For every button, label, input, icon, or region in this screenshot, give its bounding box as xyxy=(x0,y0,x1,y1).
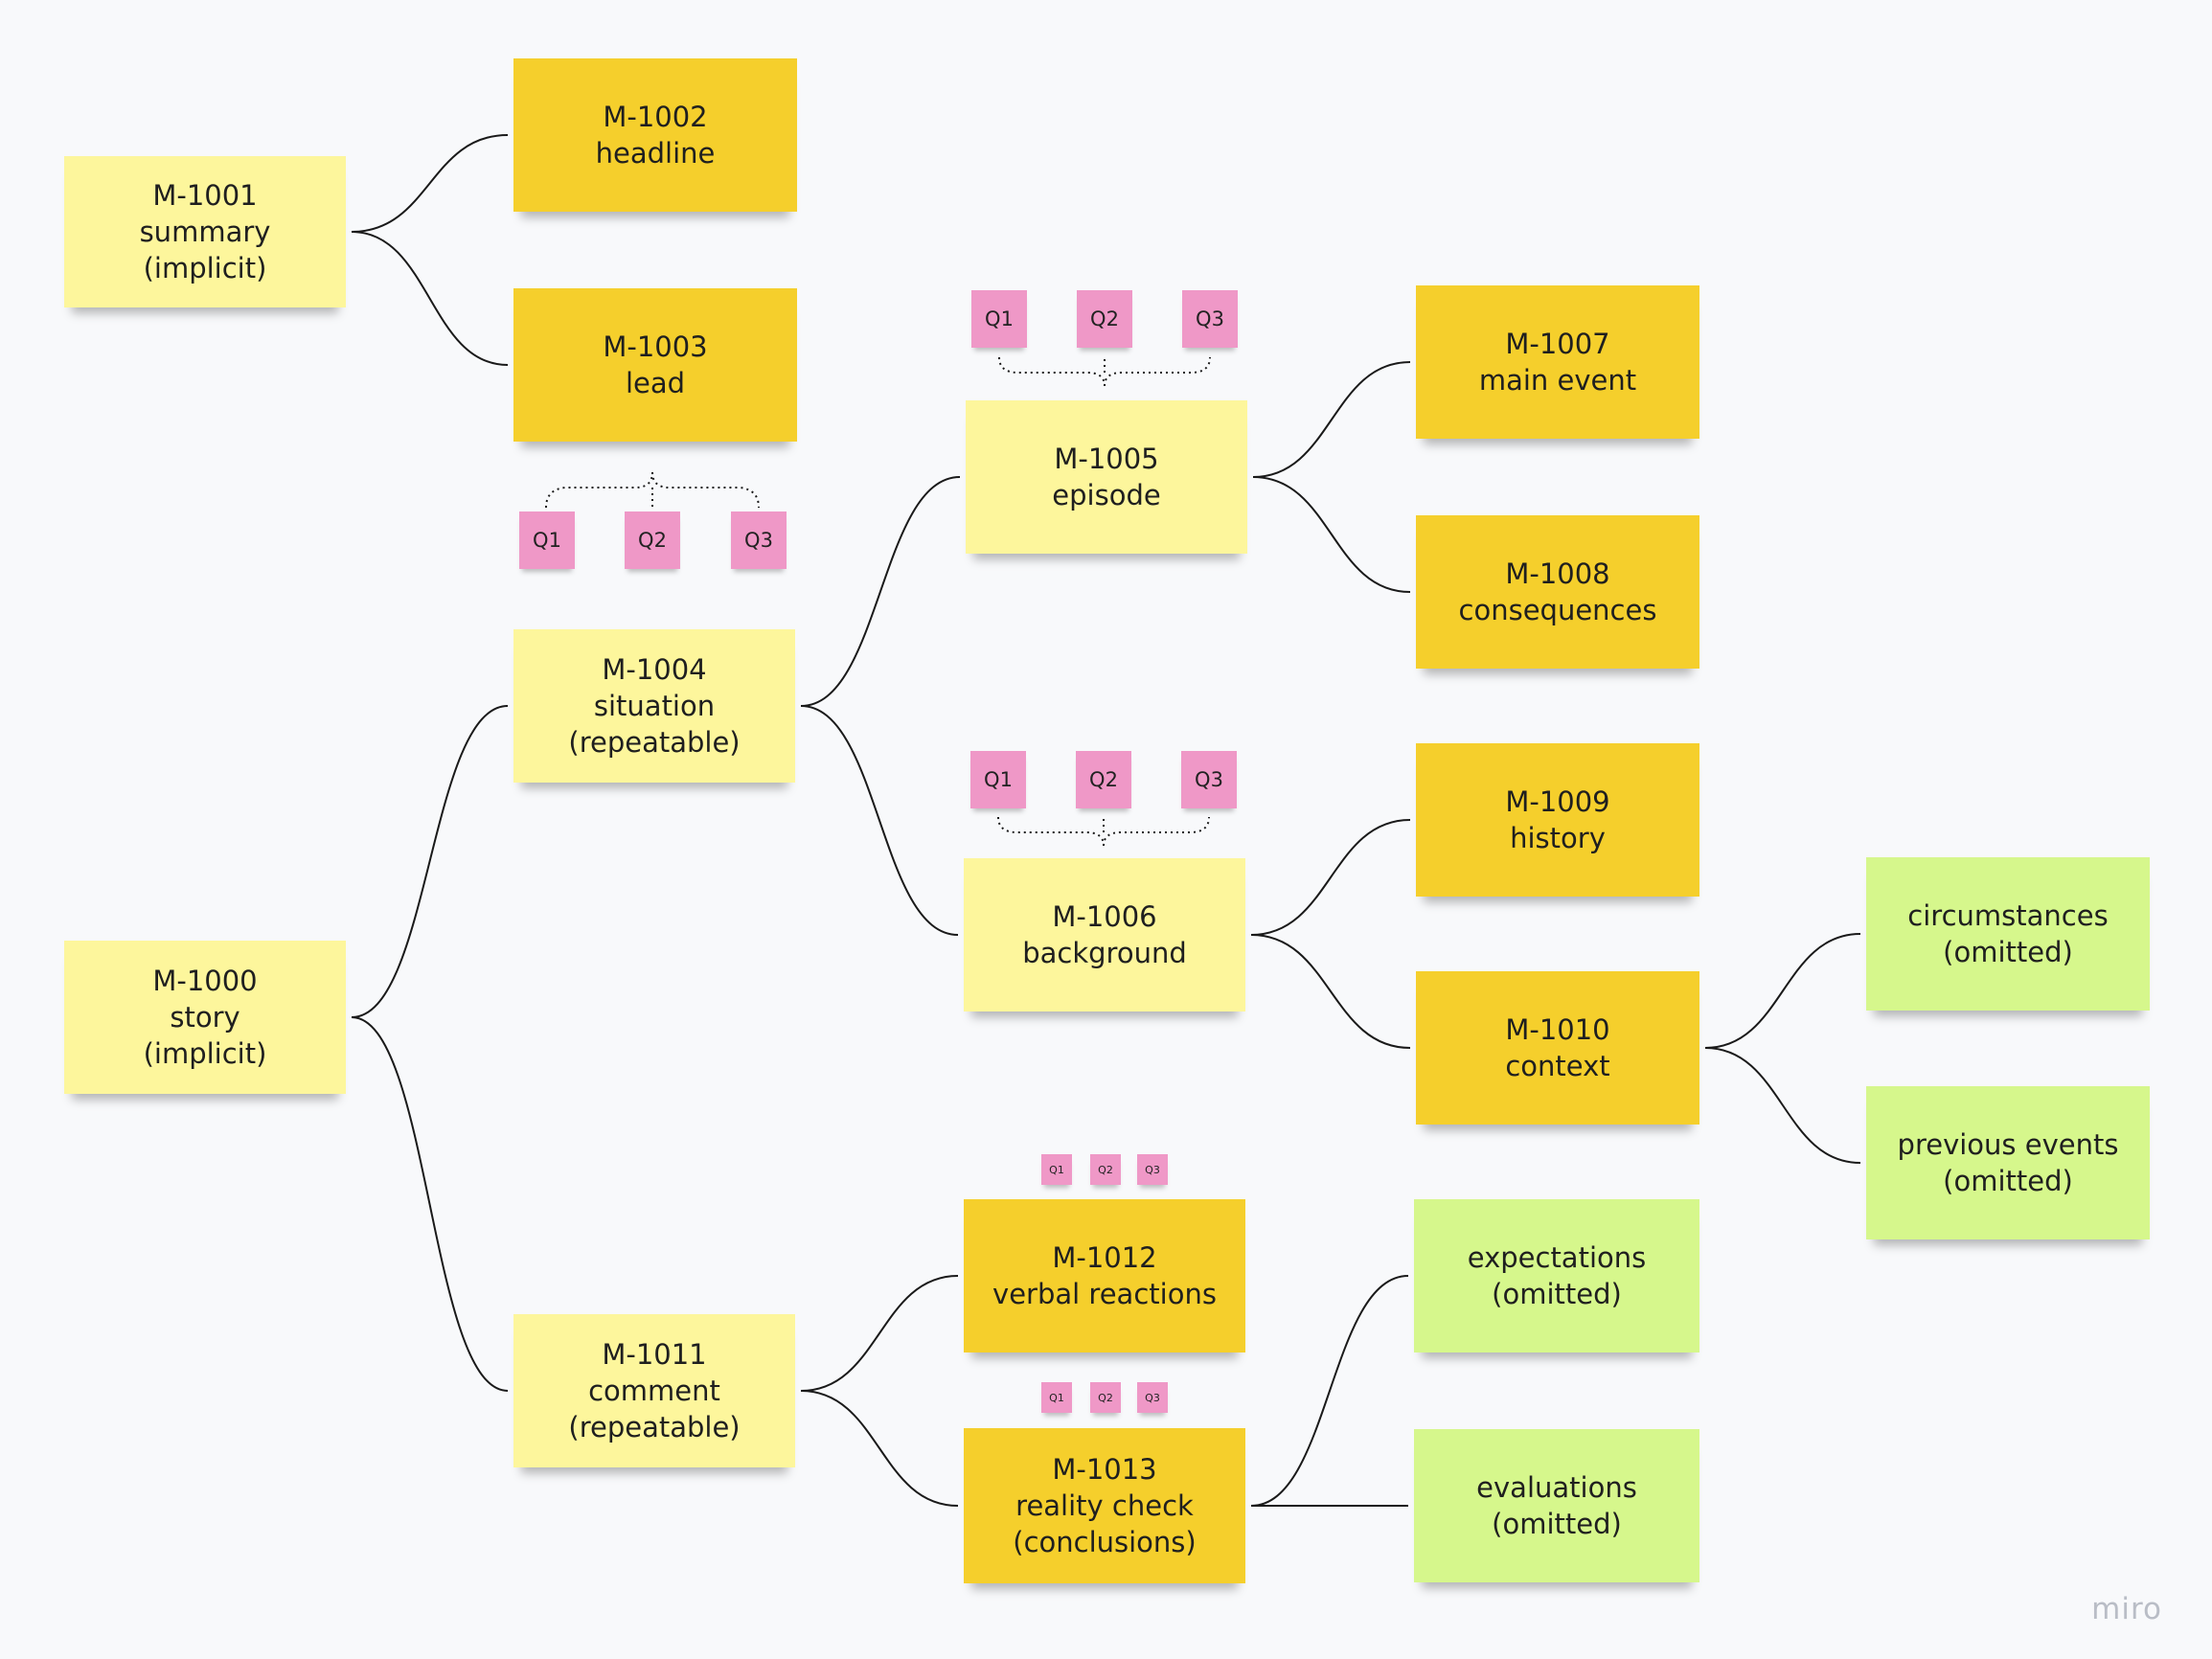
note-text-line: main event xyxy=(1478,364,1637,397)
note-text-line: verbal reactions xyxy=(992,1278,1217,1310)
sticky-note-1007[interactable]: M-1007 main event xyxy=(1416,285,1699,439)
note-text-line: M-1003 xyxy=(603,330,708,363)
note-text-line: M-1010 xyxy=(1505,1013,1610,1046)
sticky-note-1004[interactable]: M-1004 situation (repeatable) xyxy=(513,629,795,783)
connector-1000-1004 xyxy=(351,705,509,1018)
note-text-line: lead xyxy=(625,367,686,399)
connector-1006-1009 xyxy=(1250,819,1411,936)
note-text-line: comment xyxy=(588,1375,720,1407)
note-text-line: (implicit) xyxy=(143,1037,267,1070)
note-text-line: M-1012 xyxy=(1052,1241,1157,1274)
connector-1001-1002 xyxy=(351,134,509,233)
note-text-line: circumstances xyxy=(1907,899,2109,932)
sticky-note-1012[interactable]: M-1012 verbal reactions xyxy=(964,1199,1245,1352)
connector-1010-prev xyxy=(1704,1047,1861,1164)
note-text-line: (repeatable) xyxy=(568,1411,741,1443)
sticky-note-1002[interactable]: M-1002 headline xyxy=(513,58,797,212)
note-text-line: story xyxy=(170,1001,240,1034)
question-tag-q1[interactable]: Q1 xyxy=(971,290,1027,348)
question-tag-q1[interactable]: Q1 xyxy=(1041,1154,1072,1185)
note-text-line: M-1005 xyxy=(1054,443,1159,475)
note-text-line: expectations xyxy=(1467,1241,1647,1274)
sticky-note-1000[interactable]: M-1000 story(implicit) xyxy=(64,941,346,1094)
note-text-line: (omitted) xyxy=(1492,1278,1622,1310)
question-tag-q2[interactable]: Q2 xyxy=(1076,751,1131,808)
note-text-line: history xyxy=(1510,822,1606,854)
note-text-line: M-1008 xyxy=(1505,557,1610,590)
connector-1001-1003 xyxy=(351,231,509,366)
note-text-line: previous events xyxy=(1897,1128,2119,1161)
question-tag-q3[interactable]: Q3 xyxy=(1137,1154,1168,1185)
question-tag-q3[interactable]: Q3 xyxy=(1182,290,1238,348)
connector-1000-1011 xyxy=(351,1016,509,1392)
miro-watermark: miro xyxy=(2091,1592,2162,1626)
note-text-line: situation xyxy=(593,690,716,722)
sticky-note-1011[interactable]: M-1011 comment (repeatable) xyxy=(513,1314,795,1467)
note-text-line: (implicit) xyxy=(143,252,267,284)
note-text-line: episode xyxy=(1052,479,1161,511)
dotted-brace-lead xyxy=(545,471,760,509)
question-tag-q3[interactable]: Q3 xyxy=(1137,1382,1168,1413)
note-text-line: headline xyxy=(595,137,716,170)
connector-1011-1012 xyxy=(800,1275,959,1392)
connector-1010-circ xyxy=(1704,933,1861,1049)
connector-1004-1005 xyxy=(800,476,961,707)
sticky-note-1003[interactable]: M-1003 lead xyxy=(513,288,797,442)
connector-1011-1013 xyxy=(800,1390,959,1507)
sticky-note-1010[interactable]: M-1010 context xyxy=(1416,971,1699,1125)
question-tag-q3[interactable]: Q3 xyxy=(1181,751,1237,808)
dotted-brace-episode xyxy=(998,356,1211,387)
sticky-note-1008[interactable]: M-1008 consequences xyxy=(1416,515,1699,669)
dotted-brace-background xyxy=(997,816,1210,847)
sticky-note-1005[interactable]: M-1005 episode xyxy=(966,400,1247,554)
note-text-line: summary xyxy=(139,216,271,248)
sticky-note-1001[interactable]: M-1001 summary (implicit) xyxy=(64,156,346,307)
note-text-line: (omitted) xyxy=(1943,936,2073,968)
question-tag-q2[interactable]: Q2 xyxy=(1090,1154,1121,1185)
note-text-line: M-1013 xyxy=(1052,1453,1157,1486)
note-text-line: M-1000 xyxy=(152,965,258,997)
note-text-line: reality check xyxy=(1015,1489,1194,1522)
note-text-line: M-1011 xyxy=(602,1338,707,1371)
note-text-line: M-1001 xyxy=(152,179,258,212)
question-tag-q3[interactable]: Q3 xyxy=(731,511,787,569)
question-tag-q1[interactable]: Q1 xyxy=(970,751,1026,808)
connector-1006-1010 xyxy=(1250,934,1411,1049)
note-text-line: M-1007 xyxy=(1505,328,1610,360)
note-text-line: M-1004 xyxy=(602,653,707,686)
note-text-line: (conclusions) xyxy=(1013,1526,1197,1558)
note-text-line: M-1002 xyxy=(603,101,708,133)
sticky-note-1009[interactable]: M-1009 history xyxy=(1416,743,1699,897)
question-tag-q2[interactable]: Q2 xyxy=(625,511,680,569)
note-text-line: M-1009 xyxy=(1505,785,1610,818)
sticky-note-exp[interactable]: expectations (omitted) xyxy=(1414,1199,1699,1352)
question-tag-q1[interactable]: Q1 xyxy=(1041,1382,1072,1413)
sticky-note-1006[interactable]: M-1006 background xyxy=(964,858,1245,1011)
note-text-line: consequences xyxy=(1458,594,1657,626)
note-text-line: (repeatable) xyxy=(568,726,741,759)
note-text-line: context xyxy=(1505,1050,1610,1082)
connector-1004-1006 xyxy=(800,705,959,936)
note-text-line: background xyxy=(1022,937,1187,969)
note-text-line: M-1006 xyxy=(1052,900,1157,933)
connector-1005-1007 xyxy=(1252,361,1411,478)
question-tag-q2[interactable]: Q2 xyxy=(1077,290,1132,348)
connector-1005-1008 xyxy=(1252,476,1411,593)
sticky-note-circ[interactable]: circumstances (omitted) xyxy=(1866,857,2150,1011)
sticky-note-eval[interactable]: evaluations (omitted) xyxy=(1414,1429,1699,1582)
sticky-note-prev[interactable]: previous events (omitted) xyxy=(1866,1086,2150,1239)
question-tag-q1[interactable]: Q1 xyxy=(519,511,575,569)
note-text-line: evaluations xyxy=(1476,1471,1637,1504)
question-tag-q2[interactable]: Q2 xyxy=(1090,1382,1121,1413)
note-text-line: (omitted) xyxy=(1943,1165,2073,1197)
note-text-line: (omitted) xyxy=(1492,1508,1622,1540)
connector-1013-exp xyxy=(1250,1275,1409,1507)
